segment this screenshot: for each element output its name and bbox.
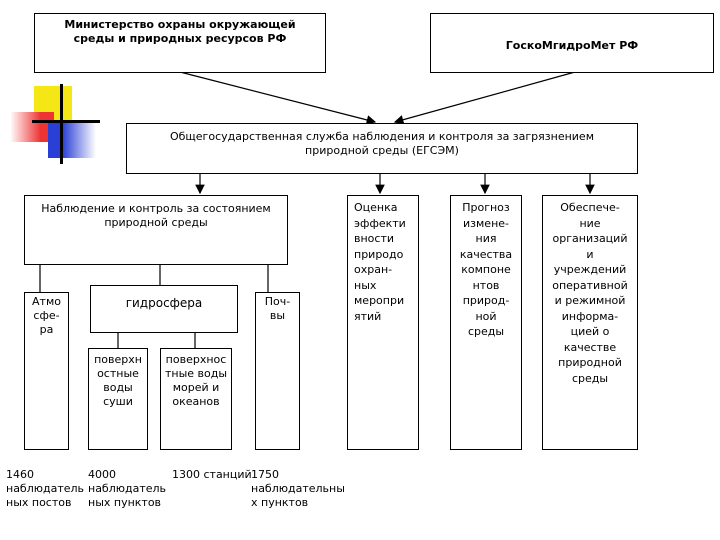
- decorative-logo: [8, 84, 103, 164]
- ministry-box: Министерство охраны окружающей среды и п…: [34, 13, 326, 73]
- land-waters-box: поверхн остные воды суши: [88, 348, 148, 450]
- ministry-label: Министерство охраны окружающей среды и п…: [64, 18, 296, 45]
- evaluation-box: Оценка эффекти вности природо охран- ных…: [347, 195, 419, 450]
- egsem-label: Общегосударственная служба наблюдения и …: [169, 130, 594, 157]
- hydrosphere-label: гидросфера: [125, 296, 203, 310]
- goskomgidromet-box: ГоскоМгидроМет РФ: [430, 13, 714, 73]
- egsem-box: Общегосударственная служба наблюдения и …: [126, 123, 638, 174]
- atmosphere-box: Атмо сфе- ра: [24, 292, 69, 450]
- sea-waters-label: поверхнос тные воды морей и океанов: [164, 353, 228, 408]
- atmo-posts-note: 1460 наблюдатель ных постов: [6, 468, 85, 509]
- vertical-bar: [60, 84, 63, 164]
- monitoring-label: Наблюдение и контроль за состоянием прир…: [41, 202, 271, 229]
- atmosphere-label: Атмо сфе- ра: [32, 295, 61, 336]
- red-square: [10, 112, 54, 142]
- forecast-box: Прогноз измене- ния качества компоне нто…: [450, 195, 522, 450]
- horizontal-bar: [32, 120, 100, 123]
- provision-box: Обеспече- ние организаций и учреждений о…: [542, 195, 638, 450]
- land-waters-label: поверхн остные воды суши: [94, 353, 142, 408]
- forecast-label: Прогноз измене- ния качества компоне нто…: [459, 201, 513, 338]
- goskomgidromet-label: ГоскоМгидроМет РФ: [505, 39, 639, 52]
- hydrosphere-box: гидросфера: [90, 285, 238, 333]
- blue-square: [48, 120, 96, 158]
- sea-waters-box: поверхнос тные воды морей и океанов: [160, 348, 232, 450]
- soils-box: Поч- вы: [255, 292, 300, 450]
- sea-stations-note: 1300 станций: [172, 468, 252, 481]
- provision-label: Обеспече- ние организаций и учреждений о…: [552, 201, 628, 385]
- soils-label: Поч- вы: [264, 295, 291, 322]
- evaluation-label: Оценка эффекти вности природо охран- ных…: [354, 201, 406, 323]
- land-points-note: 4000 наблюдатель ных пунктов: [88, 468, 167, 509]
- monitoring-box: Наблюдение и контроль за состоянием прир…: [24, 195, 288, 265]
- soil-points-note: 1750 наблюдательны х пунктов: [251, 468, 345, 509]
